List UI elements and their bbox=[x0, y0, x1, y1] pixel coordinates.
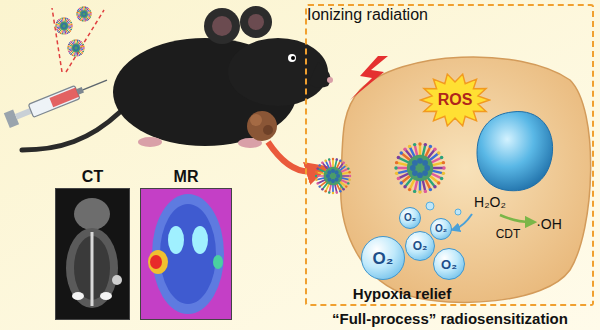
panel-heading: Ionizing radiation bbox=[307, 6, 428, 23]
nanoparticle bbox=[394, 142, 445, 193]
reaction-label: CDT bbox=[496, 227, 521, 241]
radiation-bolt bbox=[350, 56, 388, 100]
nanoparticle bbox=[76, 6, 92, 22]
species-name: O₂ bbox=[373, 250, 394, 267]
image-heading: CT bbox=[56, 168, 129, 186]
syringe bbox=[4, 8, 110, 128]
nanoparticle bbox=[315, 158, 351, 194]
tumor-cell bbox=[341, 57, 591, 302]
species-name: O₂ bbox=[413, 240, 428, 252]
species-name: ROS bbox=[419, 92, 491, 108]
oxygen-bubble: O₂ bbox=[405, 231, 435, 261]
small-bubble bbox=[426, 202, 434, 210]
image-heading: MR bbox=[141, 168, 231, 186]
mr-image-panel: MR bbox=[140, 188, 232, 320]
effect-label: Hypoxia relief bbox=[353, 285, 451, 302]
radical-label: ·OH bbox=[536, 216, 562, 232]
oxygen-bubble: O₂ bbox=[399, 207, 421, 229]
small-bubble bbox=[455, 209, 461, 215]
mr-scan bbox=[140, 188, 232, 320]
caption-label: “Full-process” radiosensitization bbox=[332, 310, 568, 327]
mouse bbox=[22, 6, 333, 150]
decomposition-arrow bbox=[455, 214, 472, 229]
species-name: O₂ bbox=[404, 213, 416, 223]
delivery-arrow bbox=[268, 142, 318, 171]
cdt-arrow bbox=[500, 215, 531, 222]
dashed-frame: ROS O₂ O₂ O₂ O₂ O₂ Ionizing radiation bbox=[305, 4, 594, 306]
ct-scan bbox=[55, 188, 130, 320]
ros-burst: ROS bbox=[419, 72, 491, 128]
oxygen-bubble: O₂ bbox=[430, 218, 452, 240]
ct-image-panel: CT bbox=[55, 188, 130, 320]
reactant-label: H₂O₂ bbox=[474, 194, 506, 210]
nucleus bbox=[477, 112, 553, 191]
oxygen-bubble: O₂ bbox=[361, 236, 405, 280]
nanoparticle bbox=[67, 39, 85, 57]
species-name: O₂ bbox=[435, 224, 447, 234]
species-name: O₂ bbox=[441, 258, 457, 271]
nanoparticle bbox=[55, 17, 73, 35]
oxygen-bubble: O₂ bbox=[433, 248, 465, 280]
